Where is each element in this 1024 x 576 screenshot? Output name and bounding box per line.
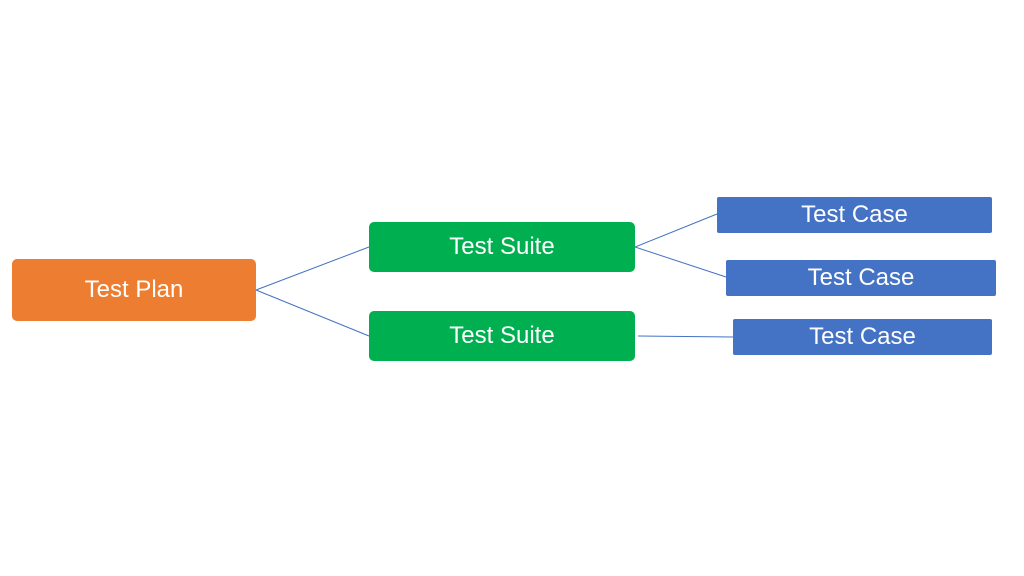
test-plan-label: Test Plan	[84, 276, 184, 303]
test-plan-node: Test Plan	[12, 259, 256, 321]
test-case-node: Test Case	[717, 197, 992, 233]
test-suite-node: Test Suite	[369, 311, 635, 361]
test-case-label: Test Case	[807, 264, 915, 291]
connector-plan-suite-2	[255, 289, 370, 337]
test-suite-label: Test Suite	[449, 322, 555, 349]
connector-suite-1-case-2	[634, 246, 727, 278]
connector-suite-2-case-3	[637, 335, 734, 338]
test-case-label: Test Case	[801, 201, 908, 228]
test-suite-label: Test Suite	[449, 233, 555, 260]
test-case-node: Test Case	[733, 319, 992, 355]
connector-suite-1-case-1	[634, 213, 718, 248]
test-case-node: Test Case	[726, 260, 996, 296]
connector-plan-suite-1	[255, 246, 370, 291]
test-case-label: Test Case	[809, 323, 916, 350]
test-suite-node: Test Suite	[369, 222, 635, 272]
